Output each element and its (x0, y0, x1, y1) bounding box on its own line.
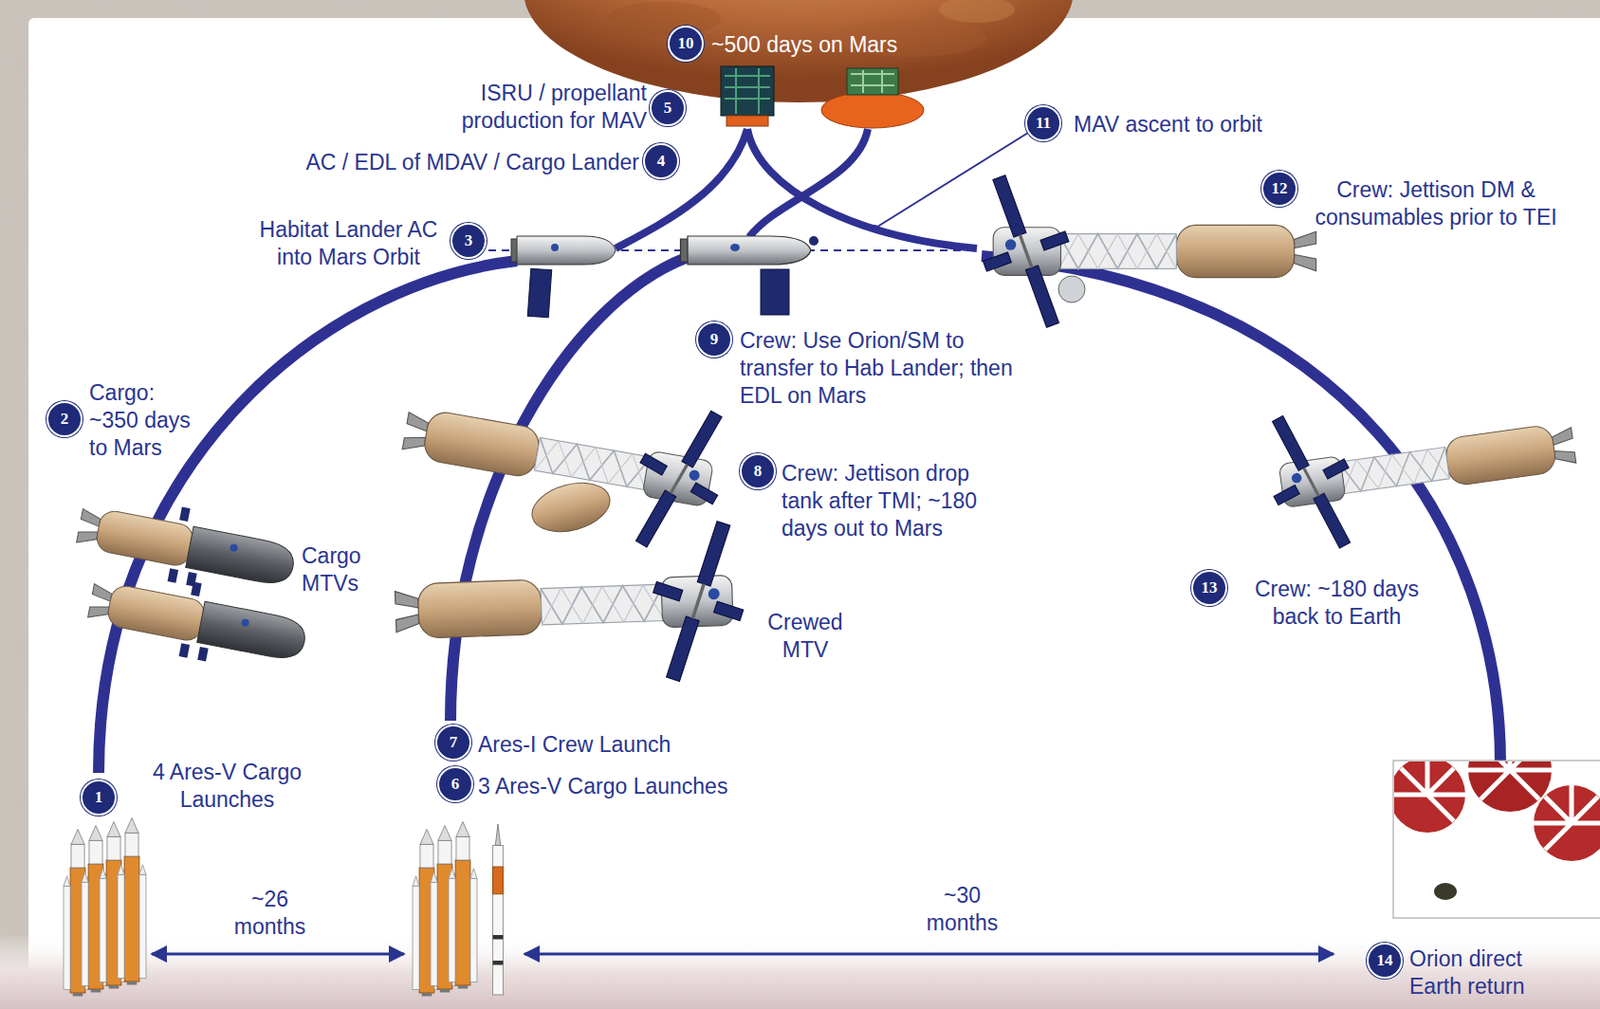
callout-circle: 2Cargo: ~350 days to Mars (46, 401, 83, 438)
callout-number: 3 (452, 224, 485, 258)
callout-text: Ares-I Crew Launch (478, 731, 735, 759)
callout-text: Crew: Jettison DM & consumables prior to… (1303, 176, 1569, 232)
parachute-photo (1389, 728, 1600, 919)
callout-text: Crew: ~180 days back to Earth (1239, 575, 1435, 631)
earth-horizon (0, 934, 1600, 1009)
callout-number: 2 (48, 403, 81, 436)
return-mtv (957, 162, 1316, 340)
double-arrows (151, 954, 1334, 956)
callout-text: MAV ascent to orbit (1073, 110, 1321, 139)
callout-circle: 12Crew: Jettison DM & consumables prior … (1261, 170, 1298, 207)
callout-number: 8 (741, 455, 774, 488)
callout-number: 6 (439, 768, 472, 801)
ares-v-rockets (63, 818, 478, 997)
callout-number: 9 (698, 323, 731, 356)
callout-circle: 10~500 days on Mars (667, 25, 704, 62)
vehicle-label: ~26 months (229, 885, 311, 941)
trajectory-arcs (98, 256, 1501, 773)
callout-text: ~500 days on Mars (711, 31, 987, 59)
surface-arcs (615, 128, 977, 249)
callout-circle: 63 Ares-V Cargo Launches (437, 766, 474, 803)
callout-text: Crew: Use Orion/SM to transfer to Hab La… (739, 327, 1030, 410)
callout-circle: 7Ares-I Crew Launch (435, 724, 472, 761)
callout-number: 10 (669, 27, 702, 60)
habitat-landers (511, 236, 819, 318)
mars-surface-landers (720, 66, 924, 129)
callout-number: 14 (1368, 944, 1401, 977)
callout-circle: 13Crew: ~180 days back to Earth (1191, 570, 1228, 607)
callout-number: 13 (1193, 571, 1226, 605)
callout-text: Crew: Jettison drop tank after TMI; ~180… (781, 459, 991, 543)
callout-circle: 4AC / EDL of MDAV / Cargo Lander (643, 143, 680, 180)
crewed-mtv (392, 506, 773, 705)
callout-text: Habitat Lander AC into Mars Orbit (246, 216, 451, 272)
callout-text: AC / EDL of MDAV / Cargo Lander (259, 148, 640, 177)
callout-text: Orion direct Earth return (1409, 945, 1543, 1001)
callout-number: 7 (437, 726, 470, 759)
callout-circle: 11MAV ascent to orbit (1025, 105, 1062, 142)
callout-text: 3 Ares-V Cargo Launches (478, 772, 763, 801)
callout-circle: 14 Ares-V Cargo Launches (80, 779, 117, 816)
vehicle-label: Cargo MTVs (301, 542, 370, 598)
callout-circle: 5ISRU / propellant production for MAV (649, 90, 686, 127)
callout-number: 12 (1263, 172, 1296, 205)
white-panel (28, 18, 1600, 1009)
callout-circle: 9Crew: Use Orion/SM to transfer to Hab L… (696, 321, 733, 358)
ares-i-rocket (493, 824, 504, 995)
crewed-mtv-droptank (390, 347, 758, 574)
cargo-mtvs (72, 488, 312, 680)
callout-text: Cargo: ~350 days to Mars (89, 379, 202, 462)
callout-text: ISRU / propellant production for MAV (442, 79, 647, 135)
earth-return-mtv (1238, 365, 1585, 571)
callout-number: 1 (82, 781, 115, 814)
callout-circle: 3Habitat Lander AC into Mars Orbit (450, 222, 487, 259)
callout-number: 5 (651, 91, 684, 125)
vehicle-label: Crewed MTV (761, 608, 849, 664)
callout-number: 4 (644, 145, 678, 178)
callout-text: 4 Ares-V Cargo Launches (144, 758, 311, 814)
callout-circle: 14Orion direct Earth return (1366, 942, 1403, 979)
vehicle-label: ~30 months (921, 882, 1003, 938)
callout-circle: 8Crew: Jettison drop tank after TMI; ~18… (739, 453, 776, 490)
callout-number: 11 (1027, 107, 1060, 140)
